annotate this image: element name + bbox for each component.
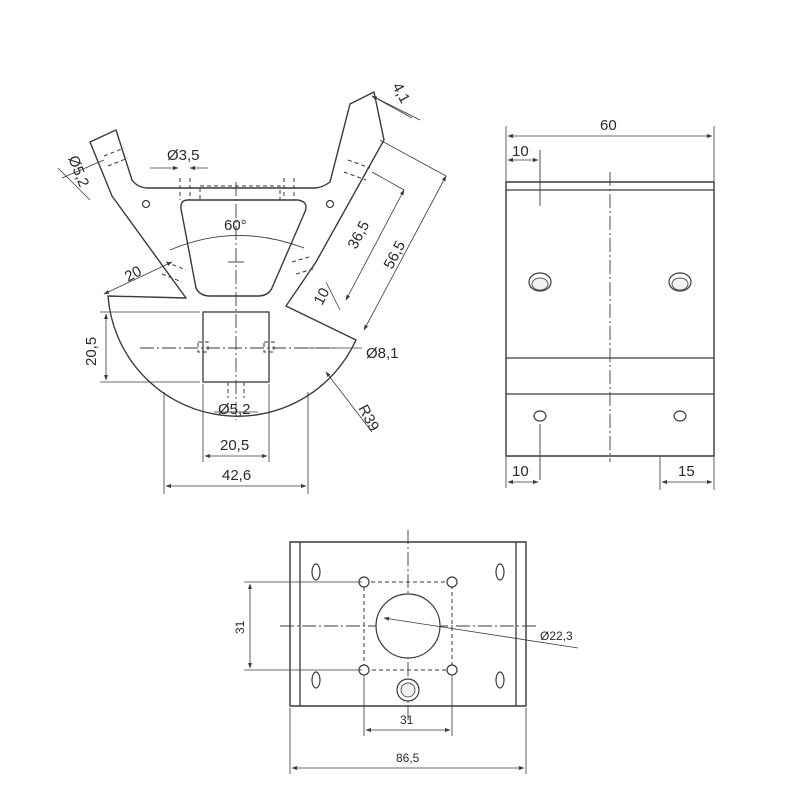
dim-dia-5-2-bottom: Ø5,2	[218, 401, 251, 418]
bolt-hole	[446, 576, 458, 588]
bolt-hole	[446, 664, 458, 676]
side-view: 60 10 10 15	[505, 117, 715, 490]
hidden-line	[295, 267, 317, 275]
side-small-hole-right	[673, 410, 687, 422]
dim-side-10-top: 10	[512, 143, 529, 160]
dim-side-15: 15	[678, 463, 695, 480]
dim-line	[325, 281, 341, 311]
slot-hole	[495, 563, 505, 581]
hidden-slot-top	[199, 185, 281, 201]
dim-42-6: 42,6	[222, 467, 251, 484]
dim-dia-3-5: Ø3,5	[167, 147, 200, 164]
dim-20-5-horiz: 20,5	[220, 437, 249, 454]
dim-side-60: 60	[600, 117, 617, 134]
dim-56-5: 56,5	[381, 238, 410, 272]
dim-bottom-31-vert: 31	[233, 620, 247, 634]
side-small-hole-left	[533, 410, 547, 422]
dim-line	[103, 261, 173, 295]
slot-hole	[311, 671, 321, 689]
dim-bottom-31-horiz: 31	[400, 713, 414, 727]
dim-line	[325, 371, 373, 433]
dim-20-5-vert: 20,5	[83, 337, 100, 366]
dim-radius-39: R39	[354, 402, 382, 434]
dim-angle-60: 60°	[224, 217, 247, 234]
dim-line	[371, 171, 405, 191]
bottom-view: 31 31 Ø22,3 86,5	[233, 530, 579, 774]
hidden-line	[103, 147, 125, 157]
hidden-line	[343, 171, 367, 181]
dim-side-10-bottom: 10	[512, 463, 529, 480]
hidden-line	[107, 157, 129, 167]
inner-window	[180, 199, 307, 297]
threaded-hole-inner	[400, 682, 416, 698]
dim-line	[61, 159, 105, 179]
hidden-line	[347, 159, 371, 169]
angle-arc	[169, 235, 305, 251]
dim-line	[371, 95, 413, 119]
hidden-notch-right	[263, 341, 275, 353]
slot-hole	[495, 671, 505, 689]
dim-dia-22-3: Ø22,3	[540, 629, 573, 643]
dim-dia-5-2-top: Ø5,2	[64, 153, 92, 190]
hidden-notch-left	[197, 341, 209, 353]
center-bore	[375, 593, 441, 659]
dim-4-1: 4,1	[388, 80, 413, 106]
hidden-line	[291, 255, 313, 263]
mount-hole	[325, 199, 335, 209]
slot-hole	[311, 563, 321, 581]
dim-line	[57, 167, 91, 201]
side-hole-right-inner	[671, 277, 689, 291]
dim-line	[379, 139, 447, 177]
dim-line	[383, 616, 579, 649]
front-view: Ø3,5 Ø5,2 4,1 60° 36,5 56,5 20 10 20,5 Ø…	[57, 80, 447, 494]
dim-bottom-86-5: 86,5	[396, 751, 420, 765]
dim-36-5: 36,5	[345, 218, 374, 252]
side-hole-left-inner	[531, 277, 549, 291]
dim-dia-8-1: Ø8,1	[366, 345, 399, 362]
mount-hole	[141, 199, 151, 209]
dim-10-front: 10	[311, 285, 334, 308]
dim-line	[363, 175, 447, 331]
dim-20: 20	[122, 263, 145, 286]
